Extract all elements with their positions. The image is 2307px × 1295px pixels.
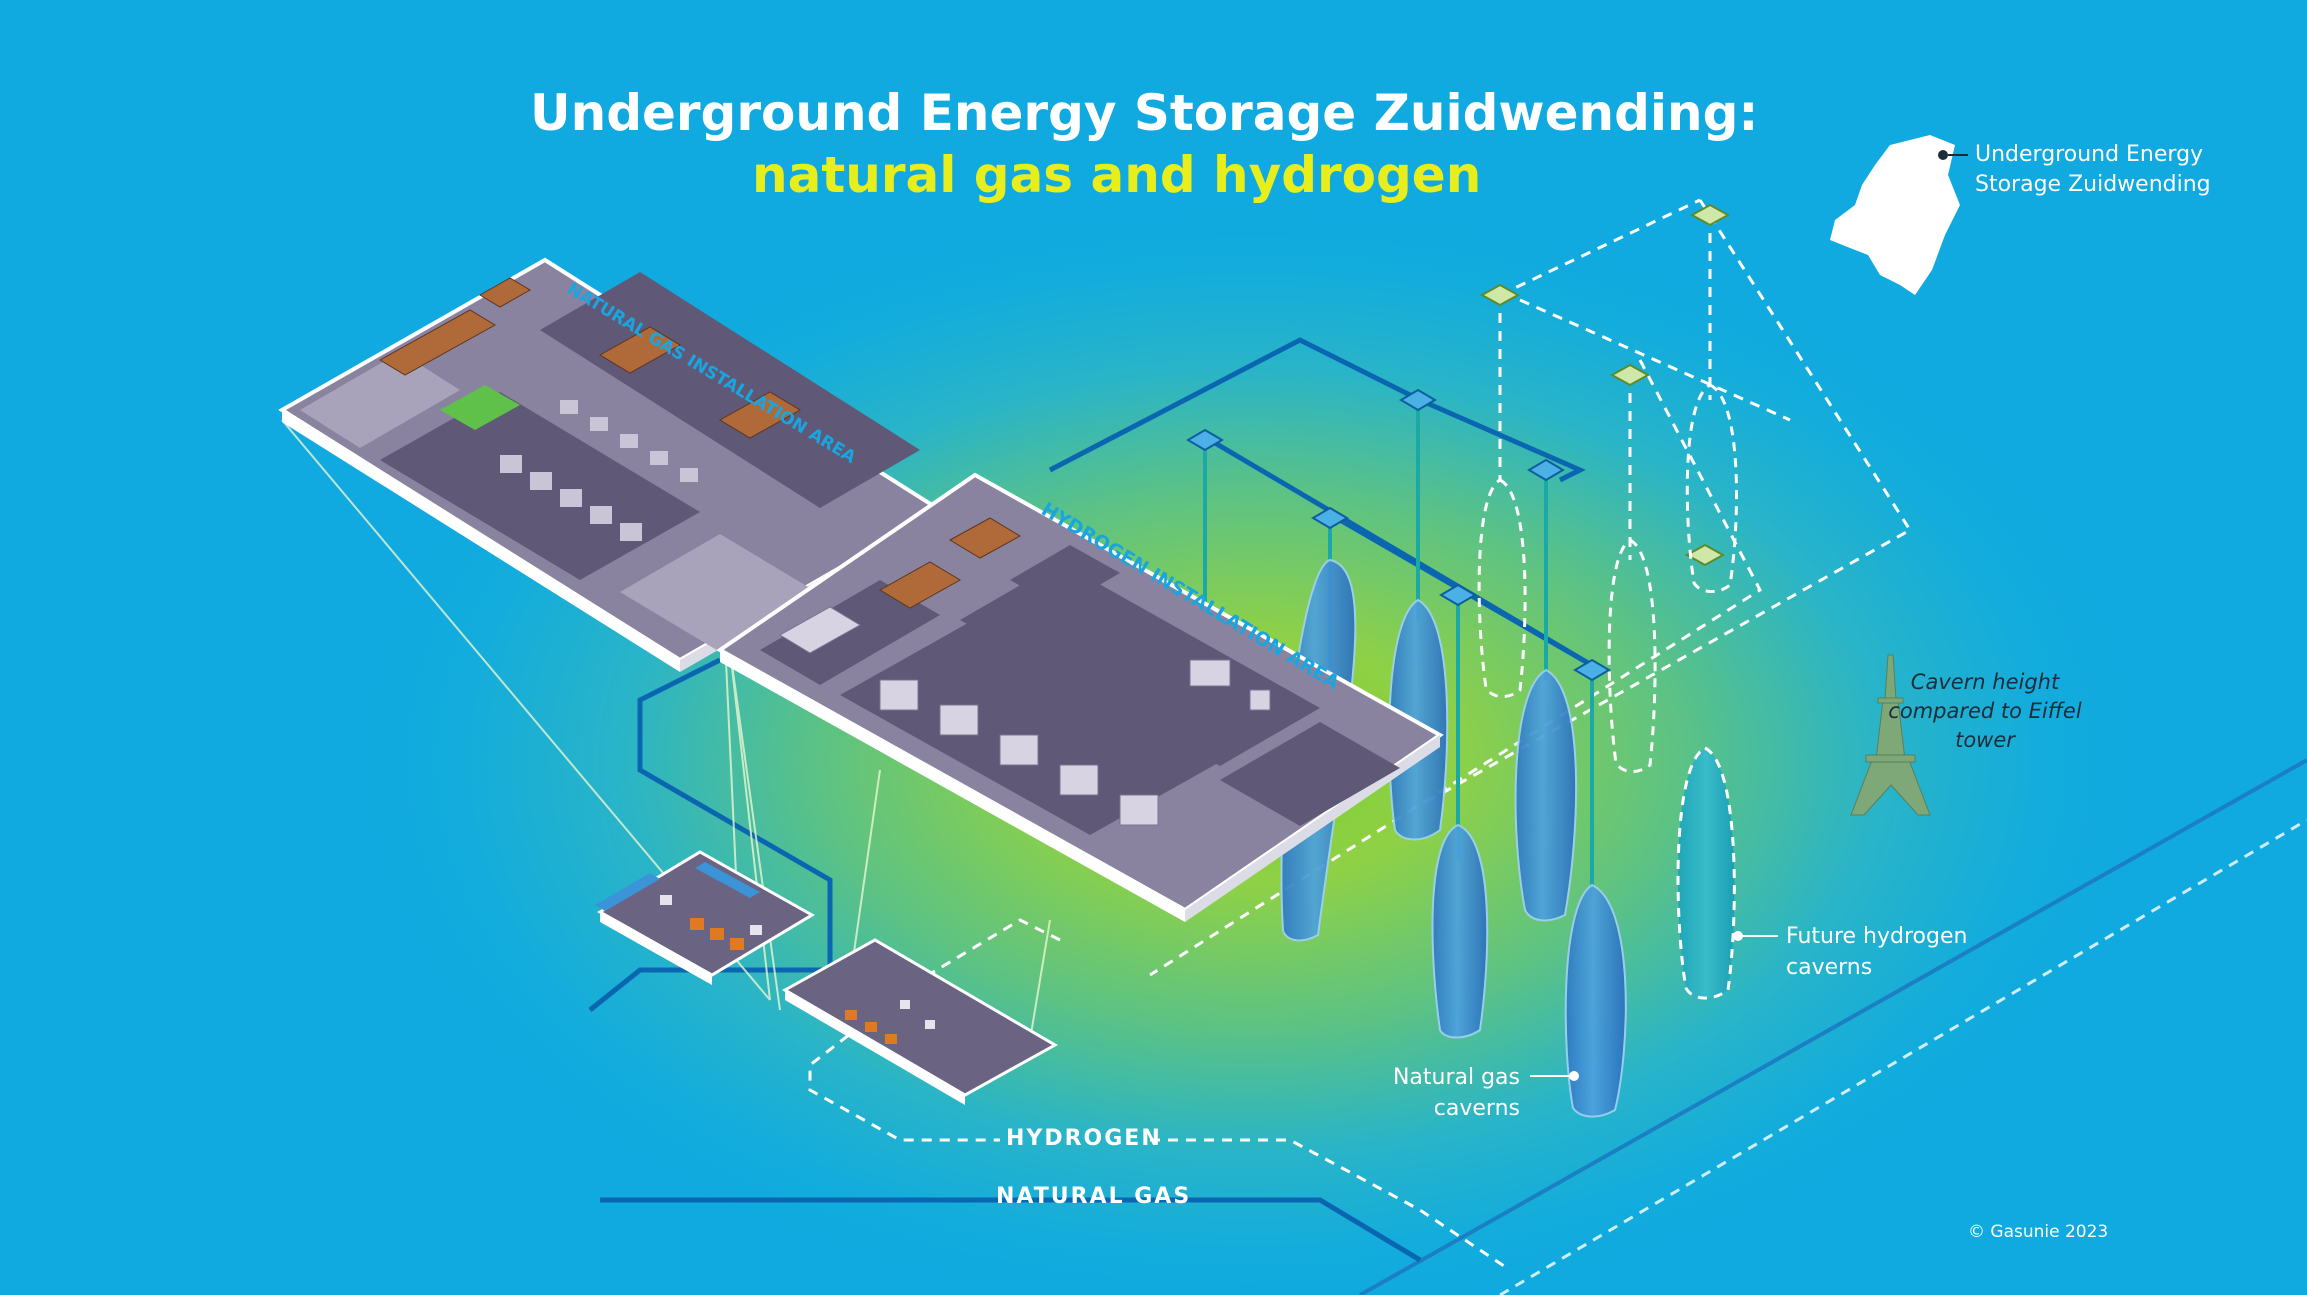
hydrogen-installation-board xyxy=(716,472,1444,922)
netherlands-map-icon xyxy=(1830,135,1968,295)
natural-gas-pipeline-label: NATURAL GAS xyxy=(996,1184,1192,1209)
title-line-1: Underground Energy Storage Zuidwending: xyxy=(530,84,1759,142)
location-label: Underground Energy Storage Zuidwending xyxy=(1975,142,2211,197)
future-hydrogen-caverns xyxy=(1477,383,1738,1000)
copyright: © Gasunie 2023 xyxy=(1968,1222,2109,1242)
future-hydrogen-caverns-label: Future hydrogen caverns xyxy=(1786,924,1968,980)
natural-gas-caverns xyxy=(1280,558,1627,1118)
site-overview xyxy=(595,850,1059,1105)
natural-gas-caverns-label: Natural gas caverns xyxy=(1392,1065,1520,1121)
hydrogen-wellheads xyxy=(1479,203,1731,567)
hydrogen-pipeline-label: HYDROGEN xyxy=(1006,1126,1162,1151)
label-leaders xyxy=(1530,935,1778,1077)
title-line-2: natural gas and hydrogen xyxy=(752,146,1482,204)
eiffel-tower-icon xyxy=(1850,654,1931,816)
eiffel-comparison-label: Cavern height compared to Eiffel tower xyxy=(1888,670,2082,752)
ground-lines xyxy=(1359,758,2307,1295)
wellheads xyxy=(1186,388,1611,682)
